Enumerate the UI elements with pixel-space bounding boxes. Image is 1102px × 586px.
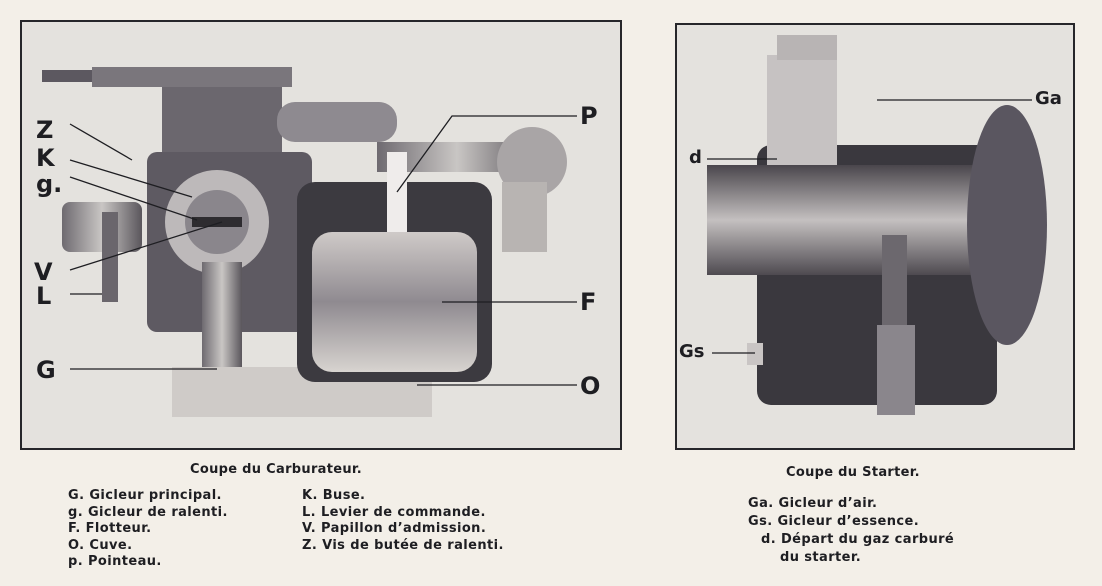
callout-gs: Gs [679, 341, 705, 362]
callout-g: G [36, 356, 56, 384]
callout-g-small: g. [36, 170, 63, 198]
starter-legend: Ga. Gicleur d’air. Gs. Gicleur d’essence… [748, 495, 954, 567]
leader-v [69, 221, 223, 271]
callout-v: V [34, 258, 53, 286]
legend-item: g. Gicleur de ralenti. [68, 504, 228, 520]
callout-o: O [580, 372, 601, 400]
legend-item: Z. Vis de butée de ralenti. [302, 537, 504, 553]
leader-g-small [69, 176, 198, 221]
callout-k: K [36, 144, 55, 172]
callout-l: L [36, 282, 52, 310]
carburetor-drawing [42, 67, 577, 417]
leader-p [396, 115, 577, 193]
legend-item: Ga. Gicleur d’air. [748, 496, 878, 511]
starter-caption: Coupe du Starter. [786, 465, 920, 480]
legend-item: p. Pointeau. [68, 554, 162, 569]
main-jet [202, 262, 242, 382]
throttle-valve [192, 217, 242, 227]
callout-p: P [580, 102, 598, 130]
legend-item: O. Cuve. [68, 537, 133, 553]
legend-item: d. Départ du gaz carburé [761, 532, 955, 547]
legend-item: V. Papillon d’admission. [302, 521, 487, 536]
legend-item: F. Flotteur. [68, 521, 152, 536]
carburetor-caption: Coupe du Carburateur. [190, 462, 363, 477]
leader-z [69, 123, 133, 161]
carburetor-legend-right: K. Buse. L. Levier de commande. V. Papil… [302, 488, 504, 554]
legend-item: du starter. [780, 550, 862, 565]
callout-ga: Ga [1035, 88, 1062, 109]
air-passage [707, 165, 1007, 275]
leader-k [69, 159, 193, 198]
legend-item: L. Levier de commande. [302, 504, 486, 520]
legend-item: G. Gicleur principal. [68, 488, 222, 503]
starter-cover [967, 105, 1047, 345]
callout-d: d [689, 147, 702, 168]
fuel-jet-gs [747, 343, 763, 365]
float [312, 232, 477, 372]
starter-drawing [707, 35, 1047, 415]
starter-diagram: Ga d Gs [675, 23, 1075, 450]
callout-z: Z [36, 116, 54, 144]
legend-item: Gs. Gicleur d’essence. [748, 514, 920, 529]
carburetor-legend-left: G. Gicleur principal. g. Gicleur de rale… [68, 488, 228, 571]
legend-item: K. Buse. [302, 488, 366, 503]
callout-f: F [580, 288, 597, 316]
carburetor-diagram: Z K g. V L G P F O [20, 20, 622, 450]
